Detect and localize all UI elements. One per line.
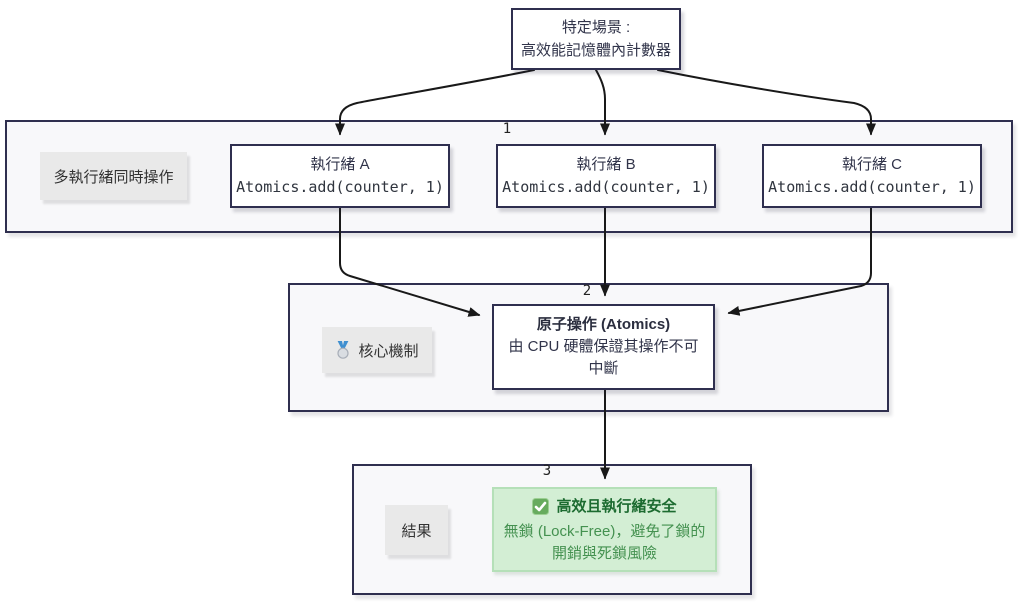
node-thread-b: 執行緒 B Atomics.add(counter, 1) <box>496 144 716 208</box>
node-thread-c-title: 執行緒 C <box>841 156 902 173</box>
group-result-label: 結果 <box>385 505 448 555</box>
node-thread-b-title: 執行緒 B <box>576 156 636 173</box>
node-thread-a-title: 執行緒 A <box>310 156 370 173</box>
node-atomics-title: 原子操作 (Atomics) <box>536 316 671 333</box>
node-result-body: 無鎖 (Lock-Free)，避免了鎖的開銷與死鎖風險 <box>503 522 706 562</box>
node-thread-a-code: Atomics.add(counter, 1) <box>236 178 444 196</box>
edge-label-3: 3 <box>542 463 552 479</box>
group-threads-label-text: 多執行緒同時操作 <box>53 168 174 186</box>
node-atomics: 原子操作 (Atomics) 由 CPU 硬體保證其操作不可中斷 <box>492 304 715 390</box>
group-core-label: 核心機制 <box>322 327 432 373</box>
edge-scenario-to-thread-a <box>335 69 535 136</box>
edge-label-1: 1 <box>502 121 512 137</box>
group-result-label-text: 結果 <box>401 522 432 540</box>
node-result-title-row: 高效且執行緒安全 <box>532 495 677 518</box>
medal-icon <box>335 341 351 359</box>
node-atomics-body: 由 CPU 硬體保證其操作不可中斷 <box>508 338 699 377</box>
check-mark-icon <box>532 497 550 515</box>
node-scenario-line2: 高效能記憶體內計數器 <box>520 42 671 59</box>
edge-scenario-to-thread-b <box>595 69 610 136</box>
node-scenario: 特定場景 : 高效能記憶體內計數器 <box>511 8 681 70</box>
node-thread-c-code: Atomics.add(counter, 1) <box>768 178 976 196</box>
edge-label-2: 2 <box>582 283 592 299</box>
node-scenario-line1: 特定場景 : <box>561 19 631 36</box>
node-thread-c: 執行緒 C Atomics.add(counter, 1) <box>762 144 982 208</box>
node-thread-b-code: Atomics.add(counter, 1) <box>502 178 710 196</box>
edge-thread-c-to-core <box>727 207 872 316</box>
edge-thread-a-to-core <box>339 207 481 317</box>
node-thread-a: 執行緒 A Atomics.add(counter, 1) <box>230 144 450 208</box>
group-threads-label: 多執行緒同時操作 <box>40 152 187 200</box>
group-core-label-text: 核心機制 <box>358 342 419 360</box>
node-result: 高效且執行緒安全 無鎖 (Lock-Free)，避免了鎖的開銷與死鎖風險 <box>492 487 717 572</box>
node-result-title: 高效且執行緒安全 <box>556 497 677 515</box>
edge-scenario-to-thread-c <box>657 69 876 136</box>
